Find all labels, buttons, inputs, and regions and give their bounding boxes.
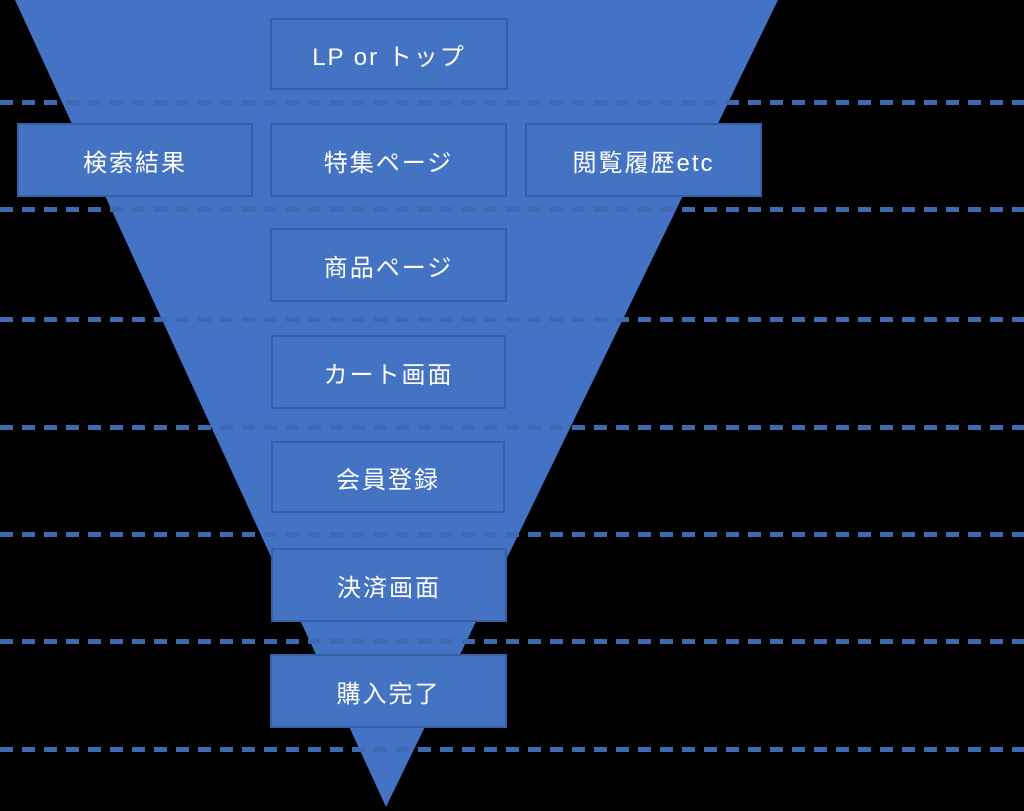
stage-label-purchase-complete: 購入完了 [336,680,441,708]
stage-label-feature-page: 特集ページ [323,149,454,177]
stage-box-product-page: 商品ページ [270,228,507,302]
stage-label-lp-or-top: LP or トップ [312,43,466,71]
stage-divider-line-6 [0,639,1024,644]
stage-box-browsing-history: 閲覧履歴etc [525,123,762,197]
stage-box-cart-screen: カート画面 [271,335,506,409]
stage-box-payment-screen: 決済画面 [271,548,507,622]
stage-label-member-registration: 会員登録 [336,466,440,494]
stage-divider-line-1 [0,100,1024,105]
stage-box-search-results: 検索結果 [17,123,253,197]
stage-label-cart-screen: カート画面 [323,361,454,389]
stage-box-feature-page: 特集ページ [270,123,507,197]
stage-divider-line-5 [0,532,1024,537]
stage-box-member-registration: 会員登録 [271,441,505,513]
stage-divider-line-4 [0,425,1024,430]
stage-label-product-page: 商品ページ [323,254,454,282]
stage-divider-line-3 [0,317,1024,322]
stage-label-payment-screen: 決済画面 [337,574,441,602]
stage-box-purchase-complete: 購入完了 [270,654,507,728]
stage-label-search-results: 検索結果 [83,149,187,177]
stage-divider-line-2 [0,207,1024,212]
stage-label-browsing-history: 閲覧履歴etc [572,149,715,177]
stage-divider-line-7 [0,747,1024,752]
stage-box-lp-or-top: LP or トップ [270,18,508,90]
